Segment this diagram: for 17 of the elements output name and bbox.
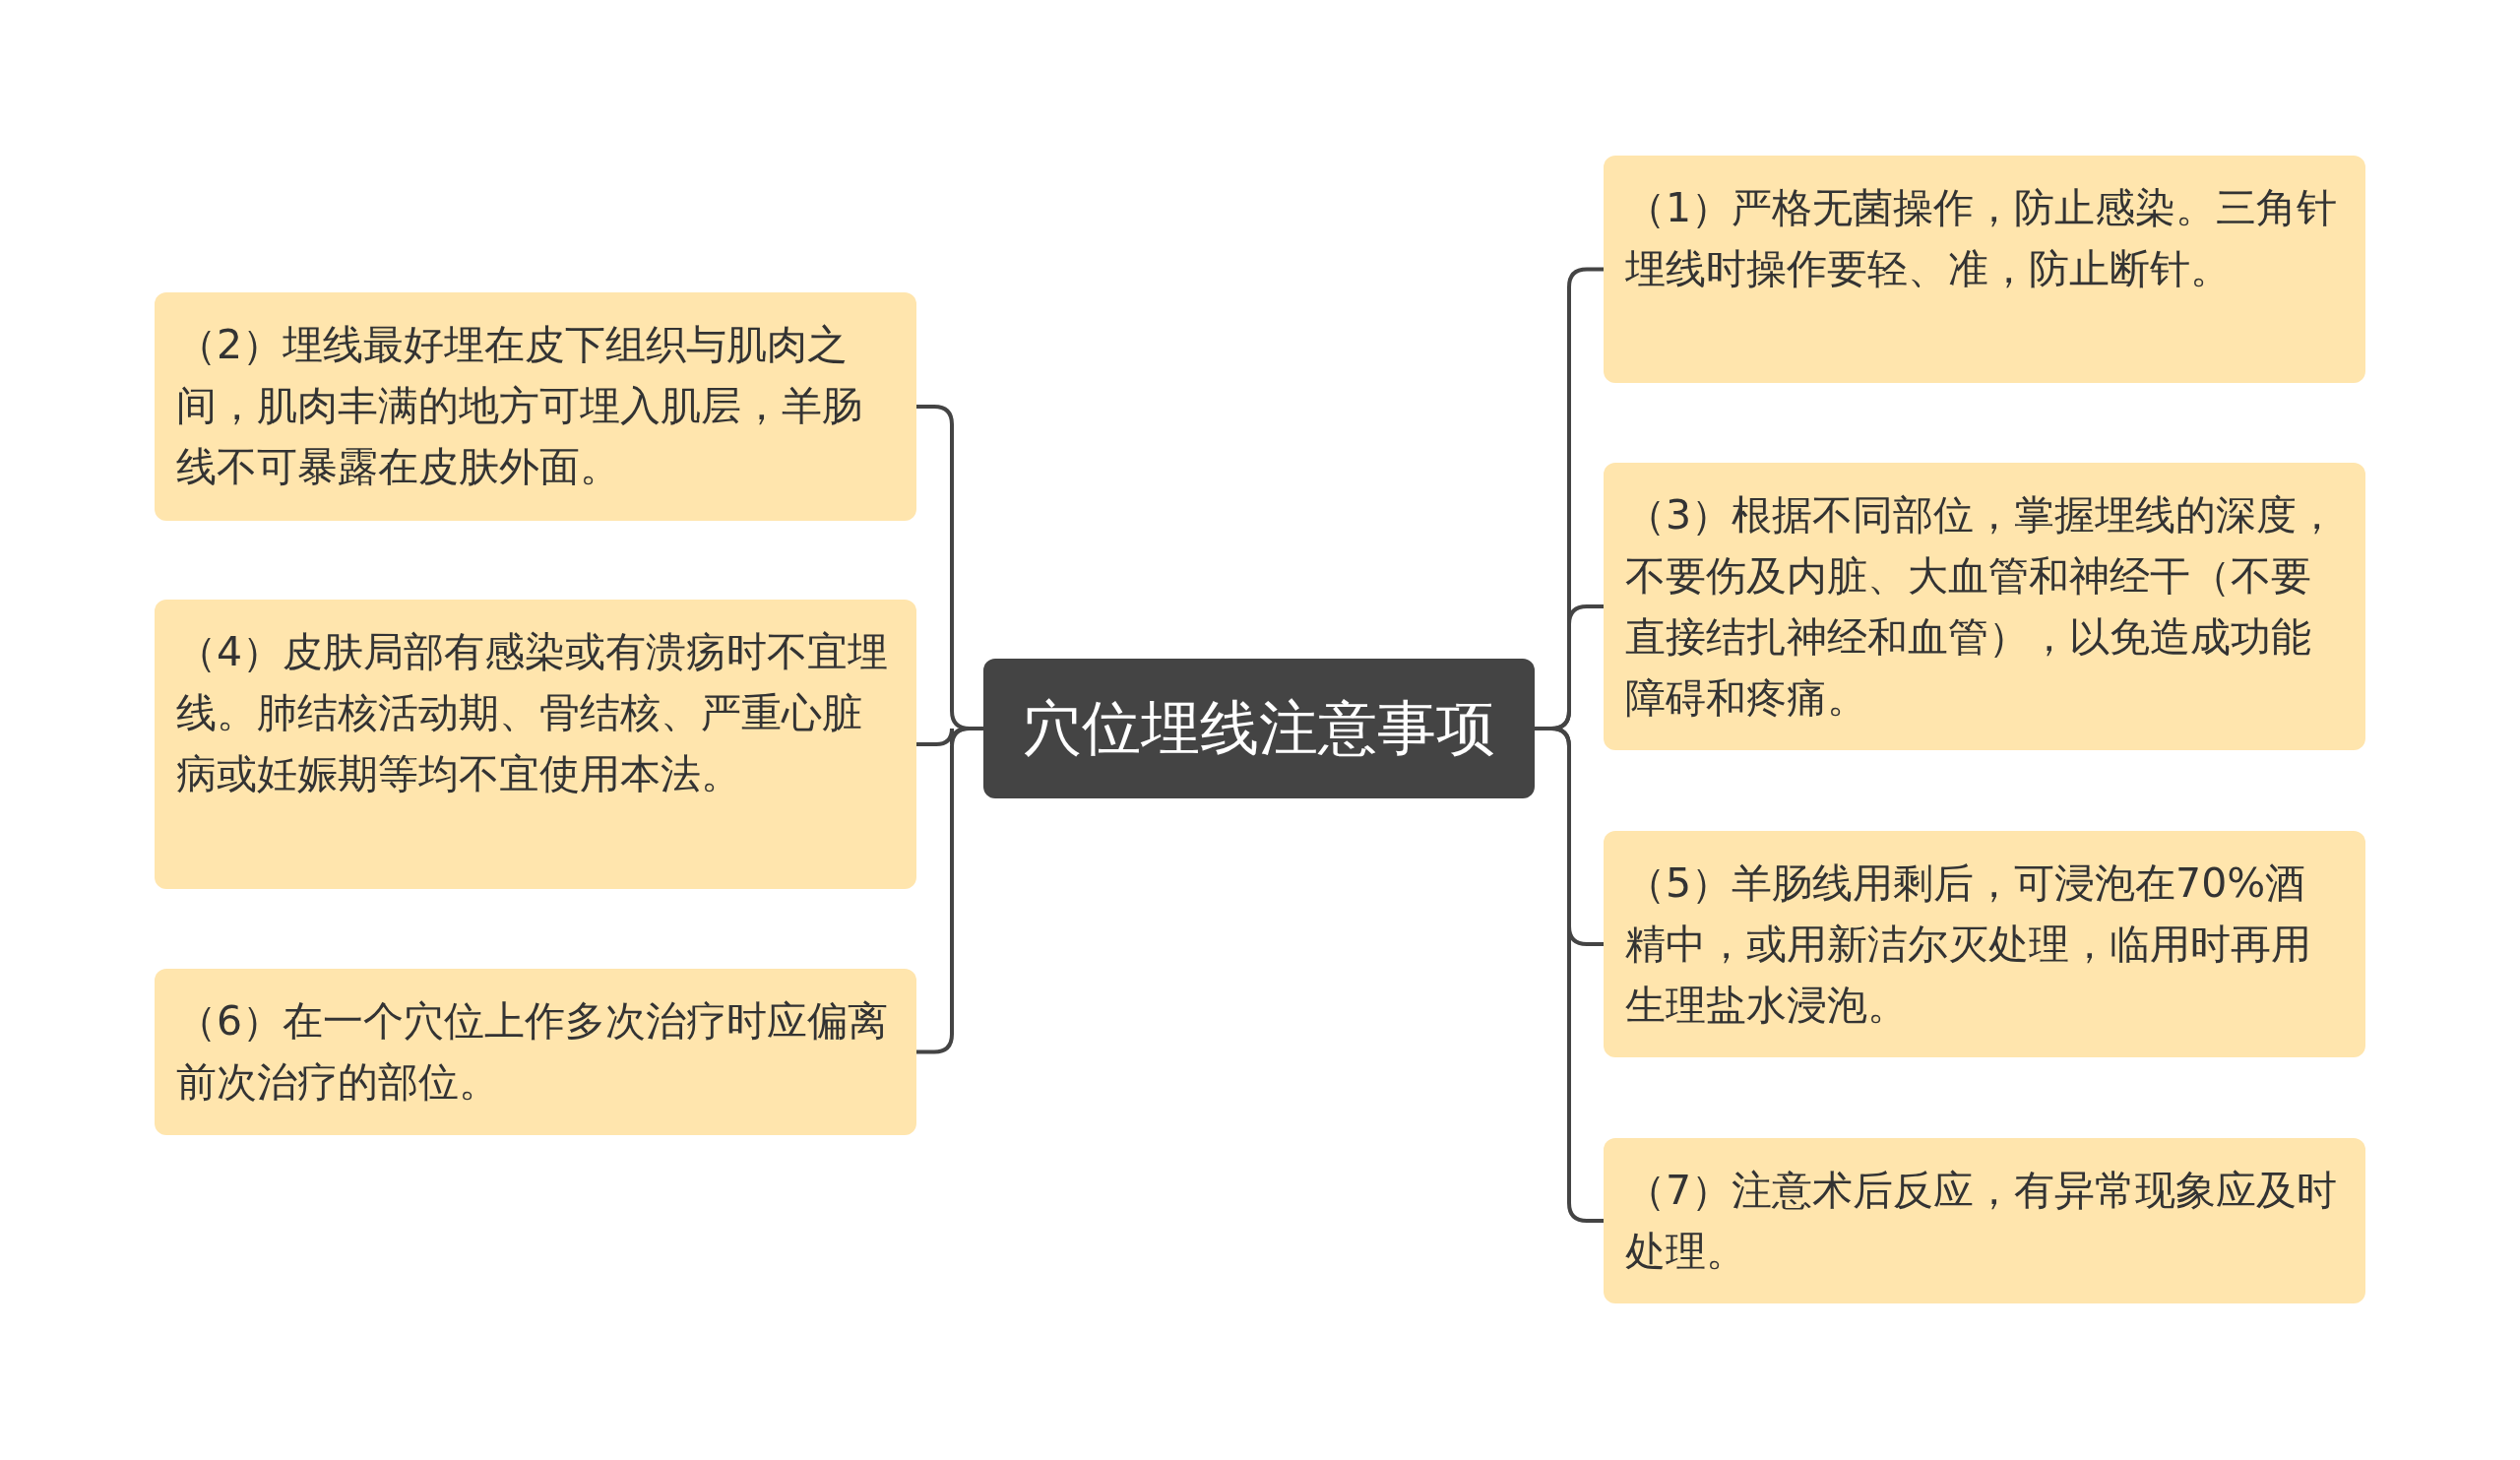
- note-card: [155, 600, 916, 889]
- note-card: [155, 292, 916, 521]
- central-topic: [983, 659, 1535, 798]
- note-text: （6）在一个穴位上作多次治疗时应偏离前次治疗的部位。: [176, 996, 890, 1108]
- note-card: [1604, 831, 2365, 1057]
- note-text: （4）皮肤局部有感染或有溃疡时不宜埋线。肺结核活动期、骨结核、严重心脏病或妊娠期等均不宜使用本法。: [176, 627, 890, 799]
- topic-title: 穴位埋线注意事项: [1023, 691, 1495, 764]
- note-text: （3）根据不同部位，掌握埋线的深度，不要伤及内脏、大血管和神经干（不要直接结扎神经和血管），以免造成功能障碍和疼痛。: [1625, 490, 2339, 724]
- note-card: [155, 969, 916, 1135]
- note-text: （2）埋线最好埋在皮下组织与肌肉之间，肌肉丰满的地方可埋入肌层，羊肠线不可暴露在皮肤外面。: [176, 320, 863, 492]
- note-card: [1604, 156, 2365, 383]
- note-card: [1604, 1138, 2365, 1303]
- note-text: （1）严格无菌操作，防止感染。三角针埋线时操作要轻、准，防止断针。: [1625, 183, 2339, 294]
- note-card: [1604, 463, 2365, 750]
- connector-line: [1535, 727, 1604, 1223]
- note-text: （5）羊肠线用剩后，可浸泡在70%酒精中，或用新洁尔灭处理，临用时再用生理盐水浸泡。: [1625, 858, 2312, 1031]
- note-text: （7）注意术后反应，有异常现象应及时处理。: [1625, 1166, 2339, 1277]
